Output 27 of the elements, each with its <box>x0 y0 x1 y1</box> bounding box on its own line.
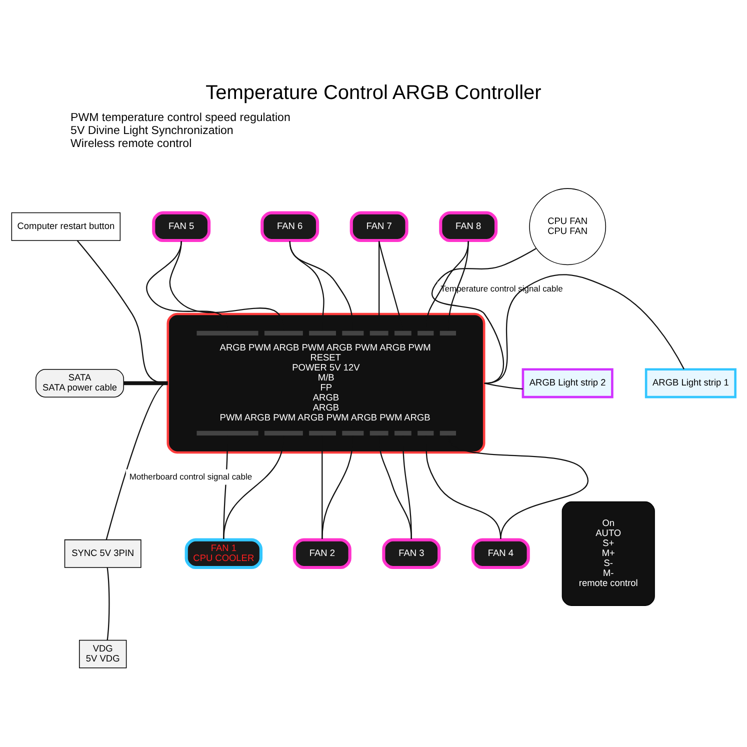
edge-label: Motherboard control signal cable <box>129 470 252 481</box>
connector <box>485 274 684 384</box>
node-box: FAN 8 <box>439 210 498 242</box>
node-circle: CPU FAN CPU FAN <box>529 188 606 265</box>
node-box: SATA SATA power cable <box>36 368 124 397</box>
node-box: SYNC 5V 3PIN <box>64 538 142 568</box>
node-box: ARGB Light strip 1 <box>644 368 736 398</box>
node-box: FAN 4 <box>471 538 530 569</box>
connector <box>432 247 536 384</box>
node-box: FAN 7 <box>350 210 408 242</box>
node-box: FAN 5 <box>152 210 211 242</box>
node-box: FAN 1 CPU COOLER <box>184 538 263 569</box>
label: PWM temperature control speed regulation <box>70 111 290 124</box>
label: 5V Divine Light Synchronization <box>70 124 234 136</box>
node-box: On AUTO S+ M+ S- M- remote control <box>562 500 655 606</box>
node-box: ARGB Light strip 2 <box>522 368 614 398</box>
connector <box>484 382 523 390</box>
connector <box>124 380 168 385</box>
node-box: ARGB PWM ARGB PWM ARGB PWM ARGB PWM RESET POWER 5V 12V M/B FP ARGB ARGB PWM ARGB PWM ARGB PWM ARGB PWM ARGB <box>166 312 486 454</box>
connector <box>106 567 110 640</box>
node-box: VDG 5V VDG <box>79 639 127 668</box>
label: Wireless remote control <box>70 138 192 150</box>
node-box: FAN 2 <box>292 538 352 569</box>
node-box: Computer restart button <box>11 212 121 240</box>
node-box: FAN 3 <box>382 538 441 569</box>
node-box: FAN 6 <box>260 210 320 242</box>
diagram-title: Temperature Control ARGB Controller <box>206 82 542 104</box>
